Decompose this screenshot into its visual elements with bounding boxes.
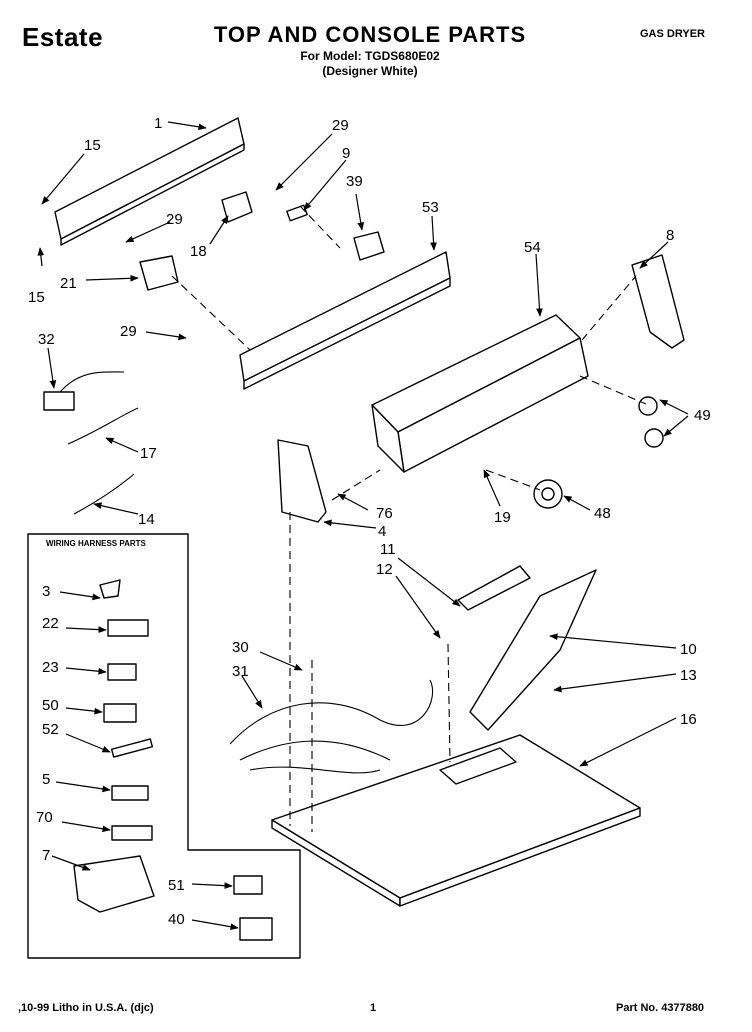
callout-8: 8 [666,227,674,244]
callout-31: 31 [232,663,249,680]
callout-76: 76 [376,505,393,522]
callout-32: 32 [38,331,55,348]
callout-17: 17 [140,445,157,462]
callout-29-top: 29 [332,117,349,134]
callout-54: 54 [524,239,541,256]
callout-1: 1 [154,115,162,132]
part-frame [457,565,531,611]
part-switch-18 [221,191,253,223]
callout-10: 10 [680,641,697,658]
callout-16: 16 [680,711,697,728]
callout-18: 18 [190,243,207,260]
callout-7: 7 [42,847,50,864]
model-line: For Model: TGDS680E02 [300,49,440,63]
wiring-box-title: WIRING HARNESS PARTS [46,539,147,548]
callout-40: 40 [168,911,185,928]
footer-litho: ,10-99 Litho in U.S.A. (djc) [18,1002,154,1014]
callout-23: 23 [42,659,59,676]
callout-50: 50 [42,697,59,714]
callout-19: 19 [494,509,511,526]
part-clip [286,204,308,222]
callout-22: 22 [42,615,59,632]
callout-48: 48 [594,505,611,522]
part-top [271,734,641,899]
finish-line: (Designer White) [322,64,418,78]
footer-part-number: Part No. 4377880 [616,1002,705,1014]
model-info: For Model: TGDS680E02 (Designer White) [260,49,480,79]
callout-70: 70 [36,809,53,826]
callout-53: 53 [422,199,439,216]
callout-4: 4 [378,523,386,540]
part-end-cap [631,254,685,349]
part-timer [139,255,179,291]
part-knob-49b [644,428,664,448]
footer-page-number: 1 [370,1002,377,1014]
callout-52: 52 [42,721,59,738]
callout-14: 14 [138,511,155,528]
callout-21: 21 [60,275,77,292]
part-panel-bracket [239,251,451,382]
part-knob-49a [638,396,658,416]
callout-39: 39 [346,173,363,190]
callout-49: 49 [694,407,711,424]
callout-29-left: 29 [120,323,137,340]
callout-29-mid: 29 [166,211,183,228]
part-left-end-cap [277,439,327,523]
callout-13: 13 [680,667,697,684]
callout-30: 30 [232,639,249,656]
callout-3: 3 [42,583,50,600]
callout-12: 12 [376,561,393,578]
callout-51: 51 [168,877,185,894]
product-type: GAS DRYER [640,28,705,40]
callout-9: 9 [342,145,350,162]
brand-logo: Estate [22,22,104,52]
callout-5: 5 [42,771,50,788]
callout-labels: 1 15 15 29 29 29 9 39 53 18 21 54 8 32 1… [28,115,711,928]
page-title: TOP AND CONSOLE PARTS [213,22,527,47]
callout-15-bottom: 15 [28,289,45,306]
callout-15-top: 15 [84,137,101,154]
part-switch-39 [353,231,385,261]
wiring-harness-box [27,533,301,959]
part-grille [469,569,597,731]
callout-11: 11 [380,541,396,558]
